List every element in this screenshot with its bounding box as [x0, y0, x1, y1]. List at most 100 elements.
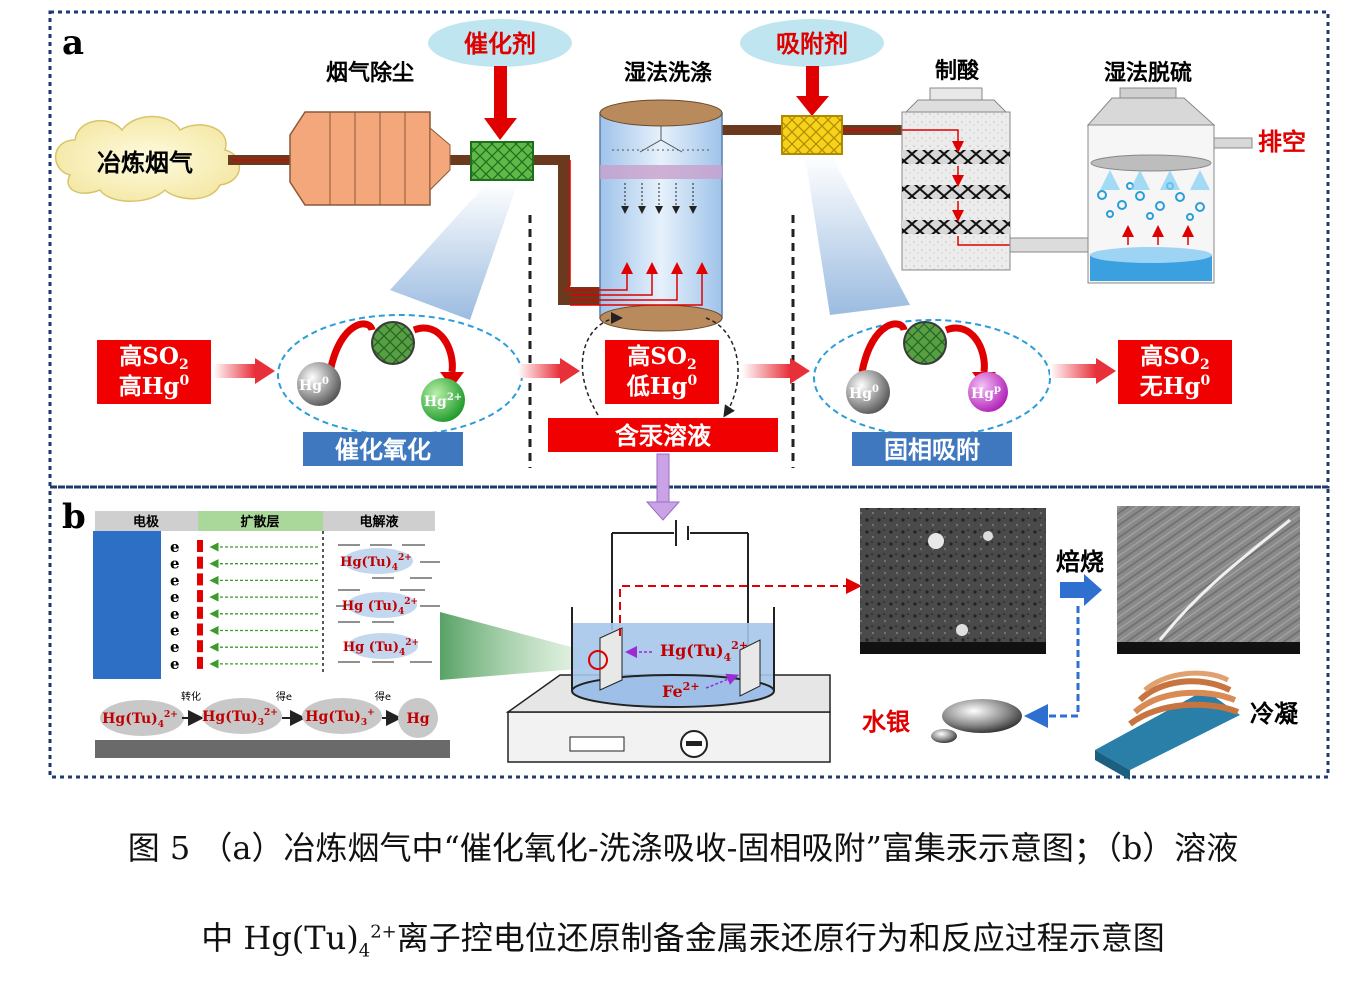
electrolyte-header — [323, 511, 435, 531]
fe-migration-arrow — [705, 673, 739, 689]
electrode-surface-mark — [197, 556, 203, 569]
svg-text:高SO2: 高SO2 — [1140, 343, 1209, 373]
wet-desulfurization-label: 湿法脱硫 — [1104, 60, 1192, 86]
wet-scrubbing-label: 湿法洗涤 — [624, 61, 712, 86]
sem-particle — [983, 531, 993, 541]
recycle-arrow — [581, 312, 623, 416]
recycle-arrow — [705, 317, 739, 418]
connecting-pipe — [1009, 237, 1091, 253]
adsorbent-zoom-fan — [805, 156, 910, 315]
solution-transfer-arrow — [656, 453, 670, 503]
svg-text:Hg (Tu)42+: Hg (Tu)42+ — [343, 638, 419, 658]
svg-text:低Hg0: 低Hg0 — [626, 373, 698, 400]
electrolyte-dashes — [336, 544, 440, 663]
svg-text:Hg(Tu)42+: Hg(Tu)42+ — [102, 710, 178, 730]
electron-symbol: e — [170, 555, 180, 573]
reaction-arc — [412, 324, 456, 373]
sem-image-deposit — [860, 508, 1046, 654]
hgp-particle — [968, 372, 1008, 412]
svg-text:转化: 转化 — [181, 690, 201, 703]
diffusion-layer-header — [198, 511, 323, 531]
spray-arrows — [621, 183, 697, 214]
mercury-solution-label: 含汞溶液 — [615, 422, 711, 450]
reaction-chain: Hg(Tu)42+ 转化 Hg(Tu)32+ 得e Hg(Tu)3+ 得e Hg — [100, 690, 438, 738]
electrode-zoom-marker — [588, 650, 608, 670]
electrode-surface-mark — [197, 606, 203, 619]
catalyst-zoom-fan — [390, 182, 518, 320]
acid-making-label: 制酸 — [935, 59, 980, 84]
electrolyte-header-label: 电解液 — [359, 514, 398, 530]
adsorbent-arrow-head — [796, 96, 829, 116]
flow-arrow-head — [1096, 358, 1116, 384]
condenser — [1095, 670, 1240, 780]
electron-symbol: e — [170, 605, 180, 623]
svg-text:Hg: Hg — [406, 711, 429, 727]
adsorbent-arrow — [806, 66, 819, 96]
sem-scalebar — [1117, 642, 1300, 654]
electrode-surface-mark — [197, 640, 203, 653]
roasting-arrow — [1060, 582, 1084, 598]
svg-text:Hg0: Hg0 — [299, 376, 329, 394]
electrolyte-ion: Hg (Tu)42+ — [343, 633, 419, 659]
caption-line-2: 中 Hg(Tu)42+离子控电位还原制备金属汞还原行为和反应过程示意图 — [201, 919, 1165, 962]
state-box-1: 高SO2 高Hg0 — [97, 340, 211, 404]
flow-arrow — [518, 364, 560, 378]
panel-b-label: b — [62, 497, 86, 537]
svg-text:高SO2: 高SO2 — [119, 343, 188, 373]
svg-text:得e: 得e — [375, 691, 391, 703]
electrolyte-ion: Hg(Tu)42+ — [340, 548, 413, 574]
svg-text:无Hg0: 无Hg0 — [1140, 373, 1211, 400]
catalyst-label: 催化剂 — [464, 30, 536, 58]
hg2-ion — [421, 378, 465, 422]
svg-text:Hg(Tu)42+: Hg(Tu)42+ — [660, 639, 748, 664]
svg-text:Hg(Tu)32+: Hg(Tu)32+ — [202, 708, 278, 728]
diffusion-layer-header-label: 扩散层 — [240, 514, 279, 530]
gas-up-arrows — [1122, 225, 1194, 245]
roasting-arrow-head — [1084, 574, 1102, 606]
state-box-2: 高SO2 低Hg0 — [605, 340, 719, 404]
sem-image-roasted — [1117, 506, 1300, 654]
svg-text:Hgp: Hgp — [971, 384, 1001, 402]
sem-particle — [956, 624, 968, 636]
smelter-gas-cloud: 冶炼烟气 — [54, 115, 241, 202]
svg-text:高SO2: 高SO2 — [627, 343, 696, 373]
electron-symbol: e — [170, 655, 180, 673]
electron-symbol: e — [170, 638, 180, 656]
spray-cones — [1100, 170, 1210, 190]
panel-a-border — [48, 10, 1330, 489]
electron-symbol: e — [170, 588, 180, 606]
electrolyte-ion: Hg (Tu)42+ — [342, 592, 418, 618]
svg-text:高Hg0: 高Hg0 — [119, 373, 190, 400]
electron-symbol: e — [170, 622, 180, 640]
exhaust-label: 排空 — [1258, 128, 1306, 156]
electron-symbol: e — [170, 571, 180, 589]
flow-arrow — [742, 364, 790, 378]
flow-line — [902, 129, 964, 153]
smelter-gas-label: 冶炼烟气 — [97, 149, 193, 177]
flow-arrow — [213, 364, 255, 378]
svg-text:得e: 得e — [276, 691, 292, 703]
zoom-cone — [440, 612, 590, 680]
flue-line — [564, 160, 571, 293]
state-box-3: 高SO2 无Hg0 — [1118, 340, 1232, 404]
electrode-surface-mark — [197, 656, 203, 669]
electrode-surface-mark — [197, 573, 203, 586]
dust-removal-label: 烟气除尘 — [326, 60, 414, 86]
panel-a-label: a — [62, 23, 84, 63]
adsorbent-bubble — [740, 19, 884, 67]
adsorbent-label: 吸附剂 — [776, 30, 848, 58]
electrode-surface-mark — [197, 623, 203, 636]
electrode-surface-mark — [197, 540, 203, 552]
condensation-label: 冷凝 — [1250, 700, 1299, 728]
condense-return-arrow — [1024, 606, 1080, 728]
flow-arrow — [1050, 364, 1096, 378]
catalyst-arrow-head — [484, 118, 517, 140]
catalyst-bubble — [428, 19, 572, 67]
flow-arrow-head — [255, 358, 275, 384]
electrolytic-cell — [505, 520, 831, 763]
mercury-droplet — [942, 699, 1022, 733]
electron-symbol: e — [170, 538, 180, 556]
mercury-droplet-small — [931, 729, 957, 743]
